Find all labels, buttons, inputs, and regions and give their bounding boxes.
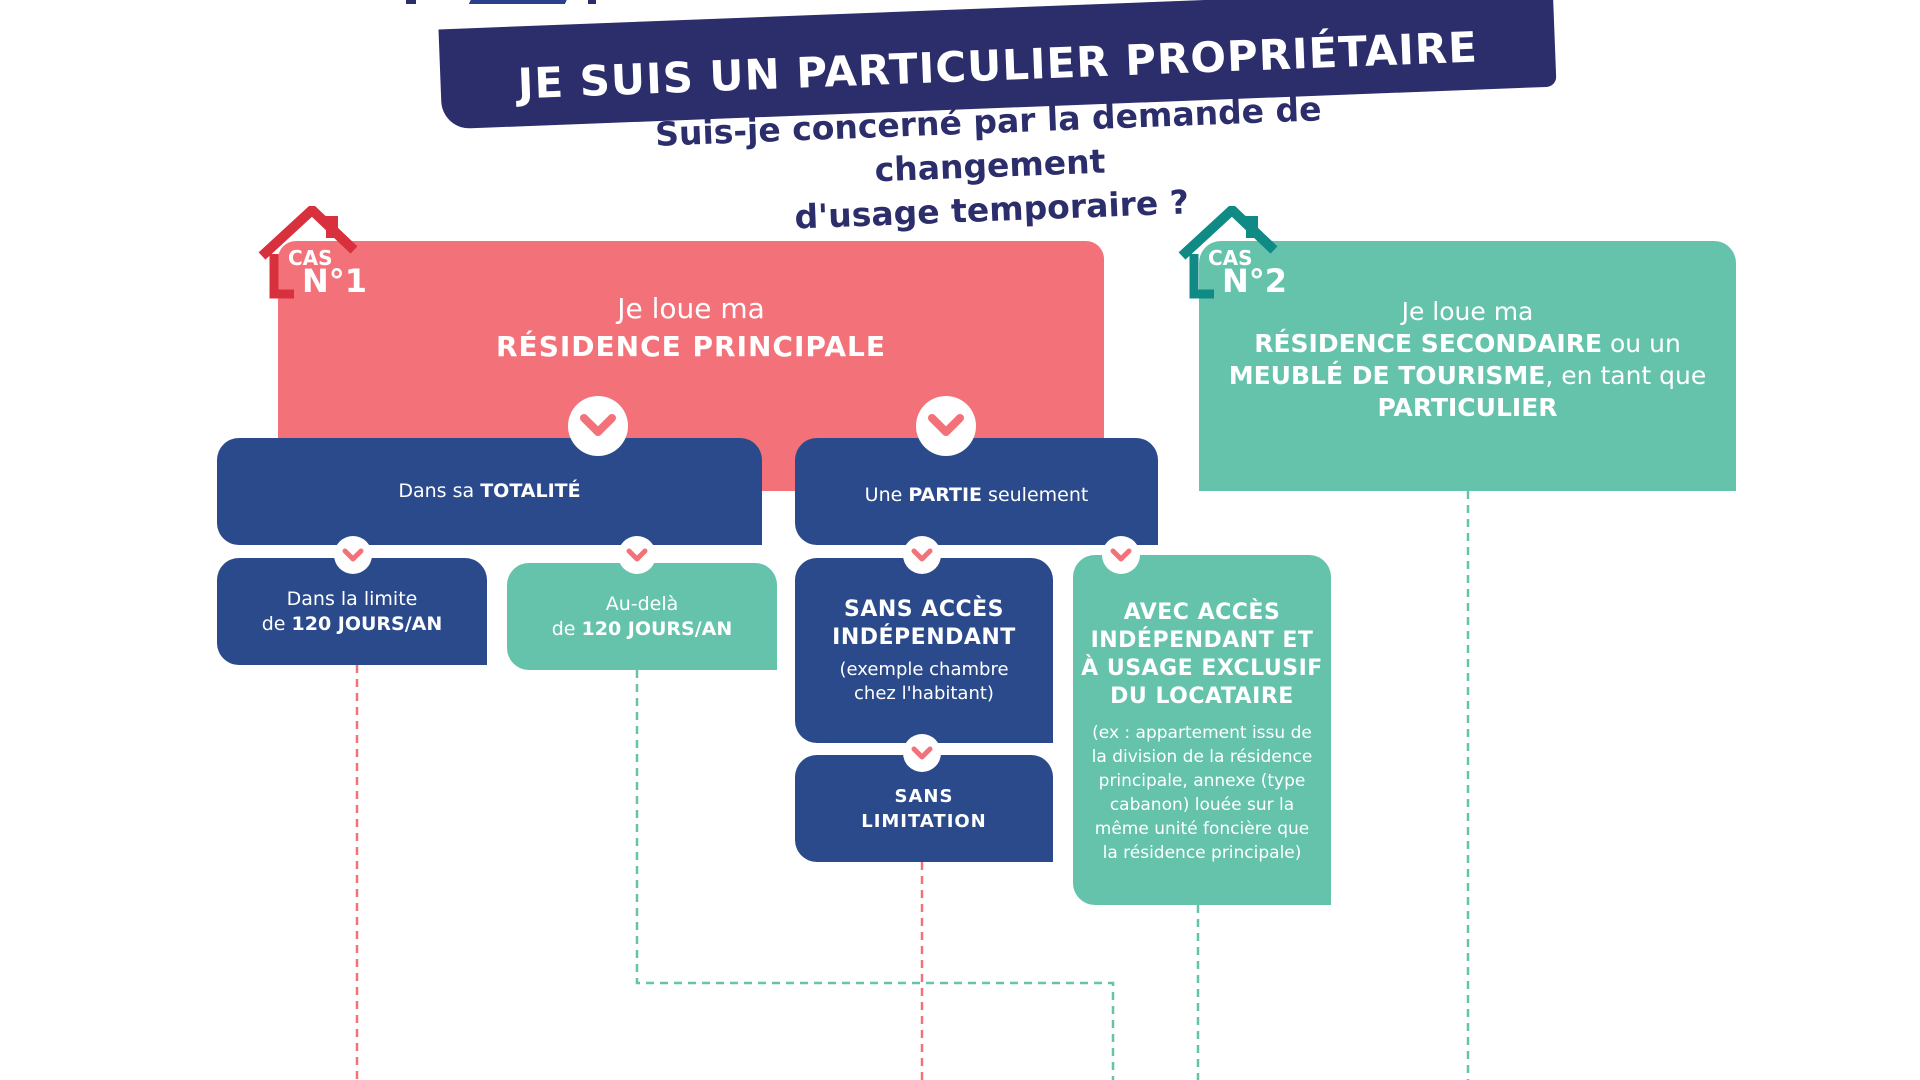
option-sans-limitation: SANS LIMITATION bbox=[795, 755, 1053, 862]
avec-acces-heading: INDÉPENDANT ET bbox=[1090, 628, 1314, 653]
audela-strong: 120 JOURS/AN bbox=[581, 617, 733, 640]
chevron-down-icon bbox=[903, 536, 941, 574]
option-dans-la-limite: Dans la limite de 120 JOURS/AN bbox=[217, 558, 487, 665]
option-totalite: Dans sa TOTALITÉ bbox=[217, 438, 762, 545]
limite-strong: 120 JOURS/AN bbox=[291, 612, 443, 635]
audela-line1: Au-delà bbox=[605, 592, 679, 615]
sans-acces-heading: SANS ACCÈS bbox=[844, 597, 1004, 622]
case1-badge-cas: CAS bbox=[288, 246, 333, 270]
house-icon bbox=[1178, 205, 1278, 299]
case2-badge-cas: CAS bbox=[1208, 246, 1253, 270]
case2-text: Je loue ma RÉSIDENCE SECONDAIRE ou un ME… bbox=[1199, 296, 1736, 424]
case2-mid2: , en tant que bbox=[1545, 361, 1707, 390]
avec-acces-note: la division de la résidence bbox=[1091, 747, 1313, 767]
chevron-down-icon bbox=[334, 536, 372, 574]
case2-badge: CAS N°2 bbox=[1178, 205, 1288, 306]
avec-acces-note: principale, annexe (type bbox=[1098, 771, 1306, 791]
case2-strong1: RÉSIDENCE SECONDAIRE bbox=[1254, 329, 1603, 358]
line-audela bbox=[635, 670, 1115, 1080]
avec-acces-heading: À USAGE EXCLUSIF bbox=[1081, 656, 1323, 681]
sans-acces-note: (exemple chambre bbox=[839, 659, 1009, 680]
totalite-strong: TOTALITÉ bbox=[480, 480, 581, 502]
case2-intro: Je loue ma bbox=[1401, 297, 1534, 326]
chevron-down-icon bbox=[903, 734, 941, 772]
avec-acces-note: (ex : appartement issu de bbox=[1092, 723, 1312, 743]
case2-strong3: PARTICULIER bbox=[1377, 393, 1558, 422]
avec-acces-note: cabanon) louée sur la bbox=[1109, 795, 1295, 815]
option-sans-acces-independant: SANS ACCÈS INDÉPENDANT (exemple chambre … bbox=[795, 558, 1053, 743]
sans-acces-note: chez l'habitant) bbox=[854, 683, 994, 704]
sans-limitation-line: SANS bbox=[894, 785, 954, 807]
avec-acces-note: même unité foncière que bbox=[1094, 819, 1310, 839]
chevron-down-icon bbox=[1102, 536, 1140, 574]
chevron-down-icon bbox=[916, 396, 976, 456]
banner-decoration bbox=[588, 0, 596, 4]
option-avec-acces-independant: AVEC ACCÈS INDÉPENDANT ET À USAGE EXCLUS… bbox=[1073, 555, 1331, 905]
audela-prefix: de bbox=[551, 617, 582, 640]
case2-mid1: ou un bbox=[1602, 329, 1681, 358]
case1-strong: RÉSIDENCE PRINCIPALE bbox=[496, 330, 886, 363]
case1-badge-num: N°1 bbox=[302, 262, 368, 300]
sans-limitation-line: LIMITATION bbox=[861, 810, 987, 832]
totalite-prefix: Dans sa bbox=[398, 480, 481, 502]
case2-card bbox=[1199, 241, 1736, 491]
house-icon bbox=[258, 205, 358, 299]
limite-line1: Dans la limite bbox=[286, 587, 418, 610]
case1-intro: Je loue ma bbox=[617, 292, 765, 325]
sans-acces-heading: INDÉPENDANT bbox=[832, 625, 1016, 650]
case2-badge-num: N°2 bbox=[1222, 262, 1288, 300]
partie-suffix: seulement bbox=[982, 484, 1089, 506]
avec-acces-note: la résidence principale) bbox=[1102, 843, 1302, 863]
case1-badge: CAS N°1 bbox=[258, 205, 368, 306]
case1-text: Je loue ma RÉSIDENCE PRINCIPALE bbox=[278, 290, 1104, 366]
option-partie: Une PARTIE seulement bbox=[795, 438, 1158, 545]
option-au-dela: Au-delà de 120 JOURS/AN bbox=[507, 563, 777, 670]
case2-strong2: MEUBLÉ DE TOURISME bbox=[1228, 361, 1546, 390]
banner-decoration bbox=[468, 0, 576, 4]
limite-prefix: de bbox=[261, 612, 292, 635]
chevron-down-icon bbox=[618, 536, 656, 574]
banner-decoration bbox=[406, 0, 416, 4]
avec-acces-heading: DU LOCATAIRE bbox=[1110, 684, 1294, 709]
partie-strong: PARTIE bbox=[908, 484, 983, 506]
chevron-down-icon bbox=[568, 396, 628, 456]
avec-acces-heading: AVEC ACCÈS bbox=[1123, 600, 1281, 625]
partie-prefix: Une bbox=[864, 484, 909, 506]
